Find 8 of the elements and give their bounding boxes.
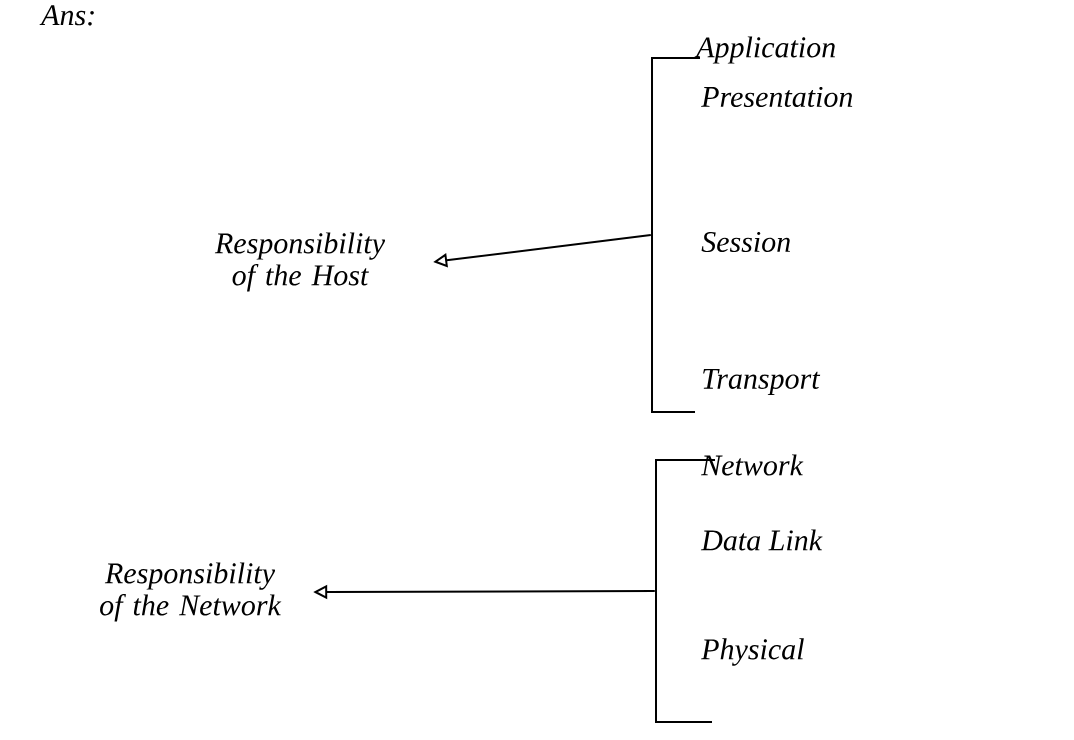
layer-label: Transport — [703, 369, 821, 395]
title: Ans: — [39, 5, 94, 26]
node-text: Responsibility of the Host — [214, 232, 386, 292]
layer-label: Application — [694, 36, 835, 64]
layer-label: Network — [701, 454, 804, 476]
node-text: Responsibility of the Network — [100, 562, 282, 622]
layer-label: Data Link — [700, 529, 823, 551]
layer-label: Physical — [701, 638, 804, 666]
